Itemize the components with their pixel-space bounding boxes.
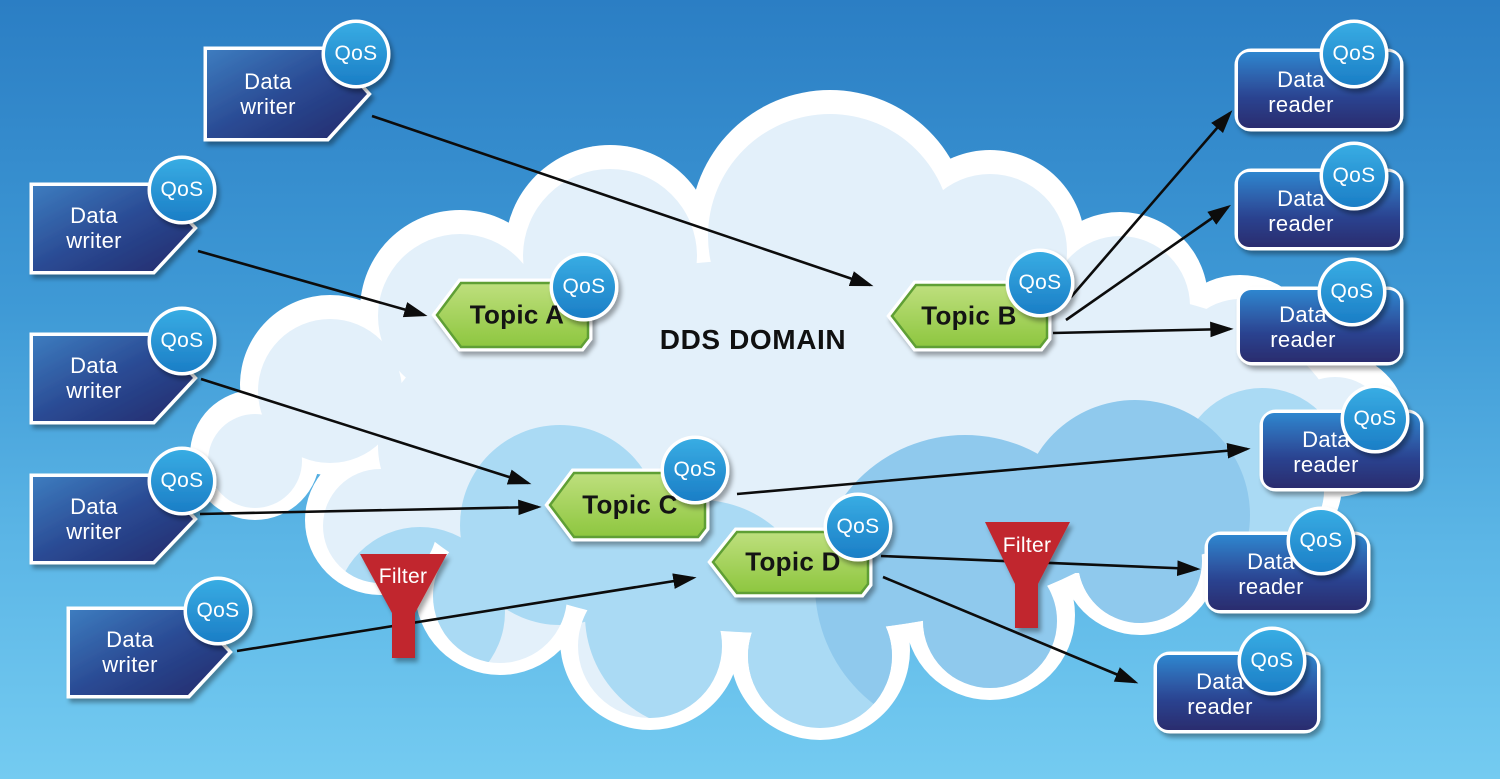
arrow-writer1-to-topic-b — [371, 114, 874, 287]
qos-badge-writer2 — [147, 155, 217, 225]
qos-label: QoS — [1299, 529, 1343, 552]
topic-c-shape — [544, 468, 710, 542]
qos-label: QoS — [334, 42, 378, 65]
qos-badge-writer4 — [147, 446, 217, 516]
filter-label-right: Filter — [1002, 534, 1052, 557]
dds-domain-title: DDS DOMAIN — [659, 324, 847, 355]
qos-badge-writer3 — [147, 306, 217, 376]
arrow-topic-b-to-reader2 — [1065, 204, 1231, 322]
arrow-topic-b-to-reader1 — [1070, 110, 1233, 298]
topic-b-shape — [886, 280, 1052, 352]
filter-funnel-right — [985, 522, 1070, 628]
arrow-topic-d-to-reader6 — [882, 575, 1139, 684]
qos-label: QoS — [1330, 280, 1374, 303]
qos-badge-reader2 — [1319, 141, 1389, 211]
qos-badge-topic-b — [1005, 248, 1075, 318]
filter-funnel-left — [360, 554, 447, 658]
arrow-writer2-to-topic-a — [197, 249, 428, 318]
qos-label: QoS — [1353, 407, 1397, 430]
qos-badge-writer5 — [183, 576, 253, 646]
arrow-topic-b-to-reader3 — [1052, 321, 1234, 338]
topic-d-shape — [707, 527, 873, 598]
qos-label: QoS — [160, 178, 204, 201]
qos-label: QoS — [673, 458, 717, 481]
qos-badge-reader3 — [1317, 257, 1387, 327]
qos-badge-topic-c — [660, 435, 730, 505]
qos-label: QoS — [196, 599, 240, 622]
filter-label-left: Filter — [378, 565, 428, 588]
topic-a-label: Topic A — [469, 299, 565, 330]
qos-label: QoS — [160, 469, 204, 492]
qos-badge-writer1 — [321, 19, 391, 89]
qos-label: QoS — [1332, 42, 1376, 65]
qos-badge-topic-d — [823, 492, 893, 562]
qos-badge-reader4 — [1340, 384, 1410, 454]
qos-label: QoS — [1332, 164, 1376, 187]
arrow-writer5-to-topic-d — [236, 573, 697, 653]
topic-d-label: Topic D — [745, 546, 841, 577]
qos-badge-reader1 — [1319, 19, 1389, 89]
arrow-topic-c-to-reader4 — [736, 442, 1251, 496]
qos-label: QoS — [562, 275, 606, 298]
data-writer-shape-5 — [66, 606, 233, 699]
qos-badge-reader6 — [1237, 626, 1307, 696]
topic-c-label: Topic C — [582, 489, 678, 520]
qos-label: QoS — [1018, 271, 1062, 294]
topic-b-label: Topic B — [921, 300, 1017, 331]
connection-arrows — [197, 110, 1251, 684]
qos-label: QoS — [1250, 649, 1294, 672]
qos-label: QoS — [836, 515, 880, 538]
qos-badge-reader5 — [1286, 506, 1356, 576]
qos-badge-topic-a — [549, 252, 619, 322]
arrow-writer4-to-topic-c — [199, 499, 542, 516]
qos-label: QoS — [160, 329, 204, 352]
qos-badges — [147, 19, 1410, 696]
arrow-writer3-to-topic-c — [200, 377, 532, 485]
